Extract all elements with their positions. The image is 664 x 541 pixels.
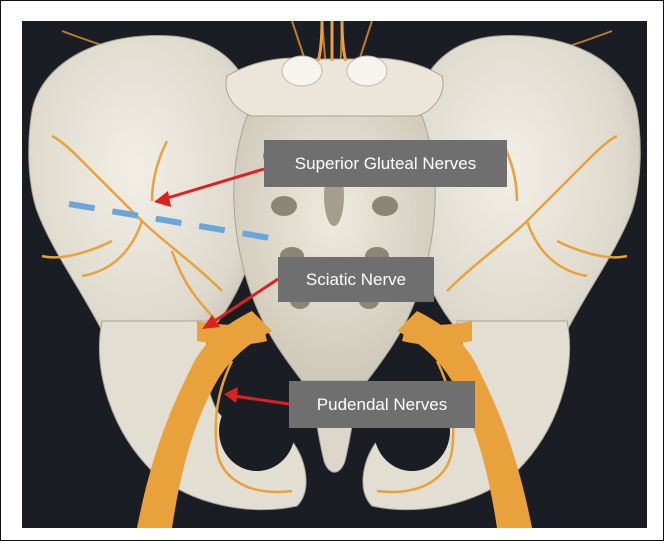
lumbar-vertebra [226,58,443,116]
label-sciatic-nerve: Sciatic Nerve [278,257,434,302]
pelvis-illustration: Superior Gluteal Nerves Sciatic Nerve Pu… [22,21,647,528]
label-superior-gluteal-nerves: Superior Gluteal Nerves [264,140,507,187]
label-pudendal-nerves: Pudendal Nerves [289,381,475,428]
